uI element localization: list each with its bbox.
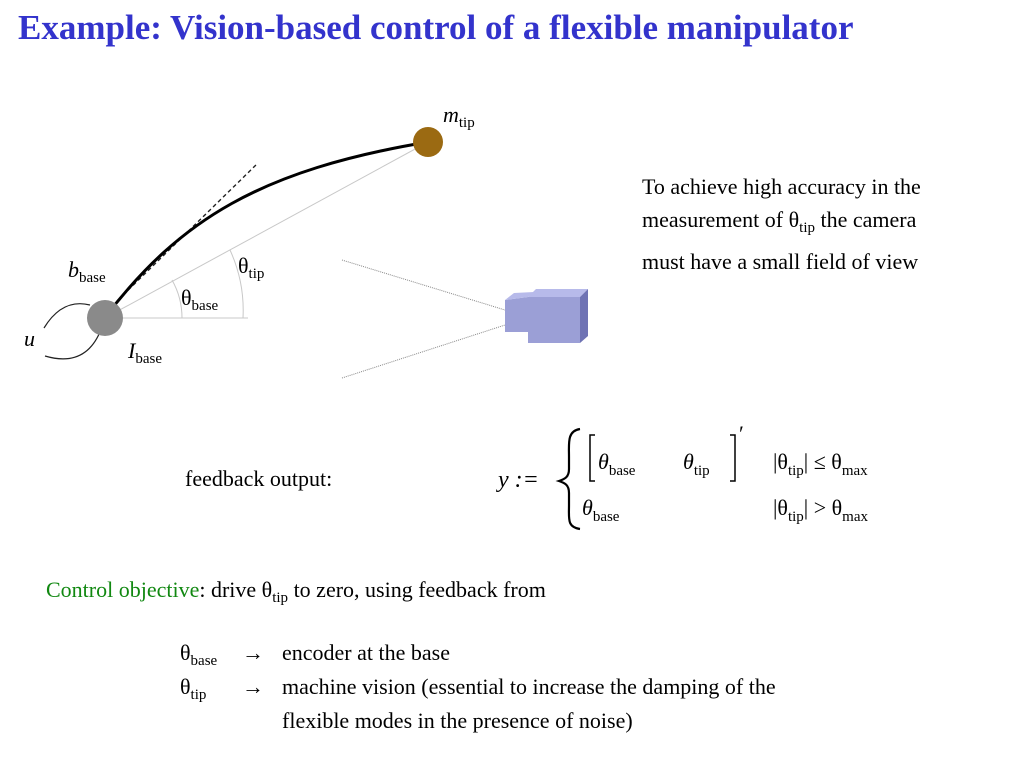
list-item: flexible modes in the presence of noise) (282, 708, 633, 733)
transpose-mark: ′ (739, 425, 744, 446)
condition-row-1: |θtip| ≤ θmax (773, 449, 868, 479)
formula-lhs: y := (496, 467, 539, 493)
theta-tip-label: θtip (238, 253, 265, 282)
note-line-3: must have a small field of view (642, 249, 919, 274)
feedback-output-label: feedback output: (185, 466, 333, 491)
camera-fov-lower (341, 324, 506, 379)
control-objective: Control objective: drive θtip to zero, u… (46, 577, 546, 606)
condition-row-2: |θtip| > θmax (773, 495, 868, 525)
vector-theta-base: θbase (598, 449, 636, 479)
tip-mass (413, 127, 443, 157)
manipulator-diagram (43, 127, 588, 379)
list-item: θtip→machine vision (essential to increa… (180, 674, 776, 703)
flexible-beam (104, 140, 429, 317)
tangent-dashed-line (117, 162, 259, 301)
vector-theta-tip: θtip (683, 449, 710, 479)
input-u-label: u (24, 326, 35, 351)
tip-mass-label: mtip (443, 102, 475, 131)
row-2-value: θbase (582, 495, 620, 525)
tip-sight-line (104, 141, 429, 319)
vector-bracket-right (730, 434, 736, 482)
base-inertia-label: Ibase (128, 338, 162, 367)
note-line-1: To achieve high accuracy in the (642, 174, 921, 199)
control-objective-highlight: Control objective (46, 577, 200, 602)
base-joint (87, 300, 123, 336)
camera-fov-upper (341, 259, 506, 311)
feedback-formula: y := θbase θtip ′ |θtip| ≤ θmax θbase |θ… (496, 425, 868, 531)
theta-tip-arc (229, 249, 244, 319)
base-damping-label: bbase (68, 257, 106, 286)
list-item: θbase→encoder at the base (180, 640, 450, 669)
theta-base-label: θbase (181, 285, 219, 314)
theta-base-arc (171, 279, 183, 319)
input-curve-lower (44, 331, 101, 360)
field-of-view-note: To achieve high accuracy in the measurem… (642, 170, 921, 278)
slide-title: Example: Vision-based control of a flexi… (18, 8, 854, 47)
camera-icon (505, 289, 588, 343)
formula-brace (555, 427, 581, 531)
input-curve-upper (43, 303, 91, 329)
vector-bracket-left (589, 434, 595, 482)
note-line-2: measurement of θtip the camera (642, 207, 917, 236)
